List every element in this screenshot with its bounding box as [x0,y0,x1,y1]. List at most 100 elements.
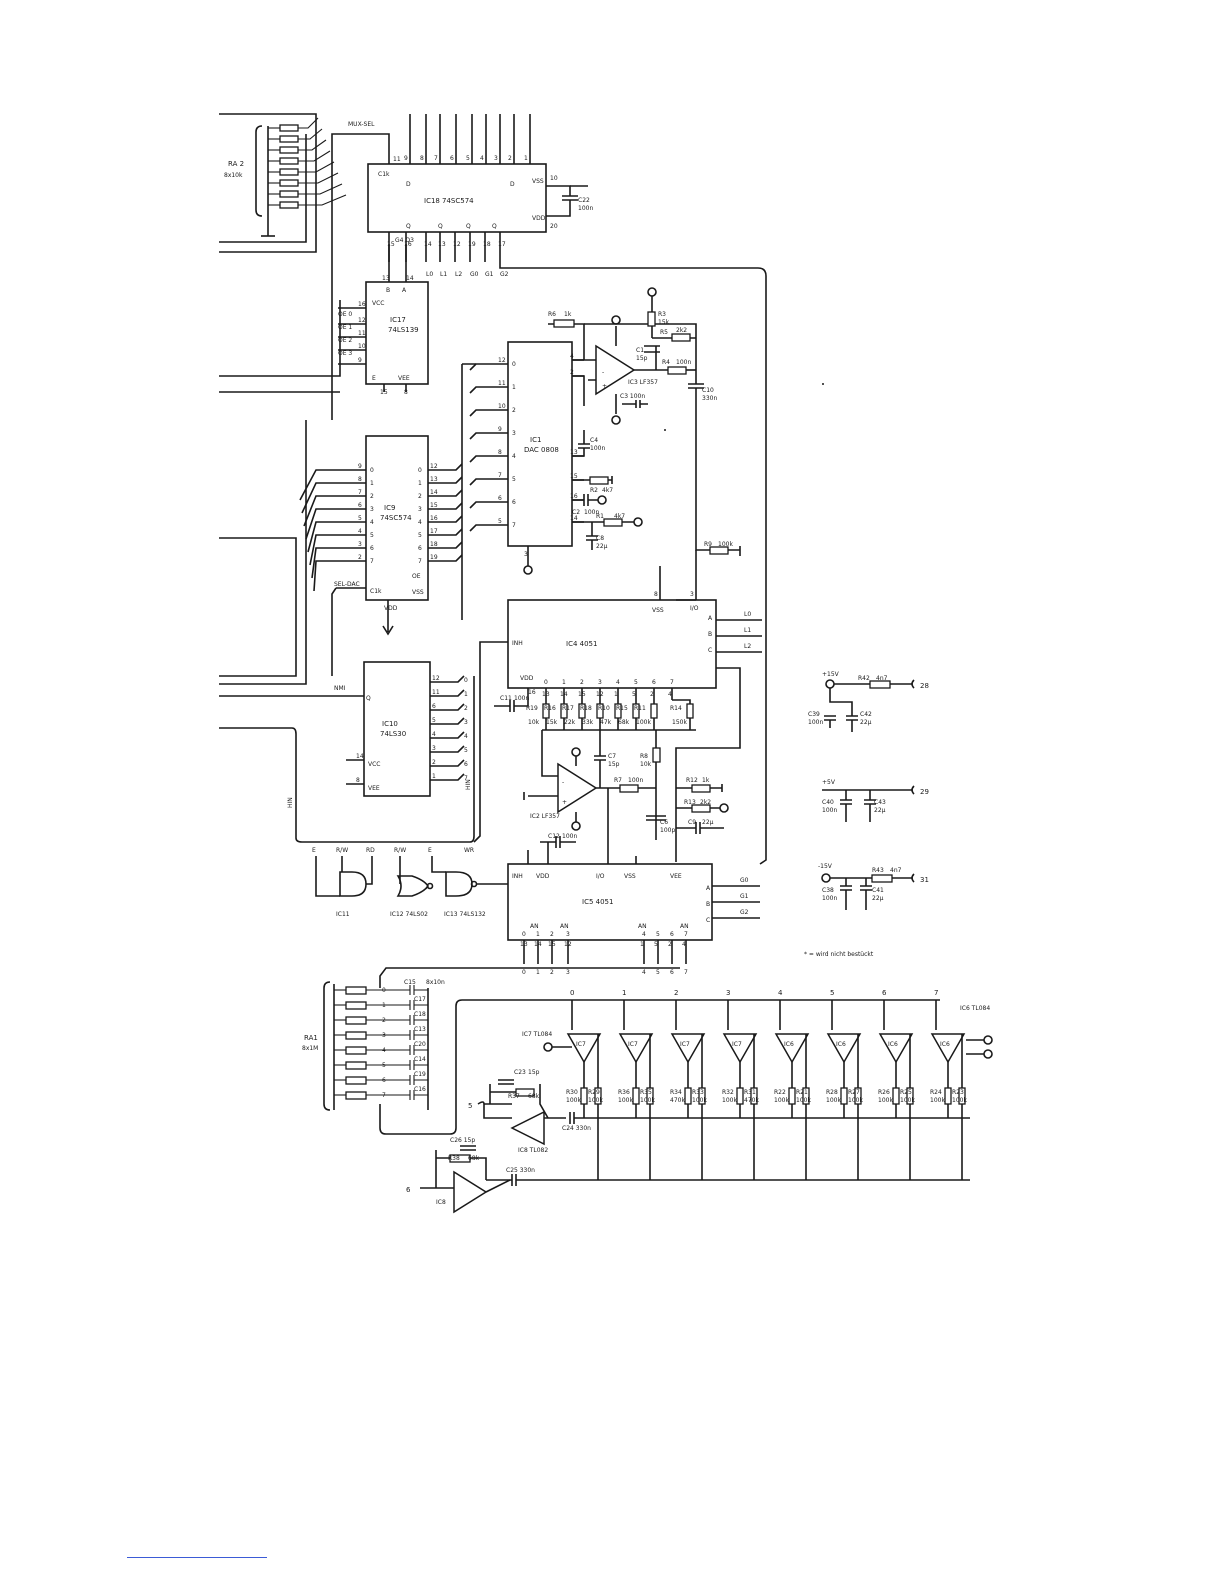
pin-label: R31 [744,1089,756,1096]
pin-label: 1 [614,691,618,698]
svg-text:C25 330n: C25 330n [506,1167,535,1174]
svg-text:AN: AN [530,923,539,930]
svg-text:VDD: VDD [520,675,534,682]
pin-label: 7 [684,931,688,938]
capacitor [409,1000,428,1010]
pin-label: 2 [418,493,422,500]
svg-text:B: B [708,631,712,638]
svg-text:C2: C2 [572,509,580,516]
svg-text:22µ: 22µ [872,895,884,902]
svg-text:10: 10 [550,175,558,182]
pin-label: 9 [498,426,502,433]
pin-label: 4 [512,453,516,460]
pin-label: 5 [656,969,660,976]
svg-text:C3 100n: C3 100n [620,393,645,400]
pin-label: 3 [382,1032,386,1039]
pin-label: 7 [418,558,422,565]
pin-label: 1 [524,155,528,162]
svg-text:R8: R8 [640,753,648,760]
pin-label: R19 [526,705,538,712]
svg-text:VDD: VDD [384,605,398,612]
wire [843,1034,859,1080]
svg-text:15p: 15p [608,761,620,768]
pin-label: 4 [418,519,422,526]
svg-text:IC6 TL084: IC6 TL084 [960,1005,990,1012]
capacitor-c1: C1 15p [636,345,660,362]
wire [313,560,366,592]
pin-label: 0 [522,969,526,976]
svg-text:Q: Q [438,223,443,230]
pin-label: 3 [566,969,570,976]
resistor-ladder: R1910kR1615kR1722kR1833kR1047kR1568kR111… [526,699,694,730]
pin-label: 6 [450,155,454,162]
svg-text:22µ: 22µ [596,543,608,550]
svg-text:11: 11 [393,156,401,163]
svg-text:D: D [510,181,515,188]
svg-text:+15V: +15V [822,671,840,678]
resistor [892,1087,900,1105]
svg-text:C15: C15 [404,979,416,986]
svg-text:100n: 100n [514,695,529,702]
svg-text:WR: WR [464,847,474,854]
pin-label: R23 [952,1089,964,1096]
underline-link[interactable] [127,1557,267,1558]
pin-label: 4 [570,353,574,360]
svg-text:+5V: +5V [822,779,836,786]
capacitor-c22: C22 100n [546,185,593,217]
pin-label: 15 [570,473,578,480]
pin-label: 5 [512,476,516,483]
pin-label: 100k [826,1097,841,1104]
pin-label: 2 [668,941,672,948]
svg-text:15p: 15p [528,1069,540,1076]
pin-label: 8 [498,449,502,456]
pin-label: 2 [674,989,678,997]
ic8b-opamp: IC8 C26 15p R38 68k C25 330n [420,1137,970,1214]
svg-text:R7: R7 [614,777,622,784]
svg-text:RA 2: RA 2 [228,160,244,168]
svg-text:L0: L0 [744,611,751,618]
pin-label: 7 [358,489,362,496]
opamp [774,1033,810,1064]
pin-label: 4 [432,731,436,738]
resistor [345,1001,367,1010]
pin-label: 16 [570,493,578,500]
output-buffer-row: 0IC7R30100kR29100k1IC7R36100kR35100k2IC7… [566,989,967,1180]
pin-label: 11 [498,380,506,387]
pin-label: 3 [524,551,528,558]
pin-label: R28 [826,1089,838,1096]
svg-text:VEE: VEE [398,375,410,382]
pin-label: 4 [370,519,374,526]
svg-text:C43: C43 [874,799,886,806]
wire [895,1034,911,1080]
svg-text:2k2: 2k2 [700,799,711,806]
svg-text:C11: C11 [500,695,512,702]
wire [298,183,343,195]
pin-label: 12 [432,675,440,682]
pin-label: 6 [512,499,516,506]
pin-label: R25 [900,1089,912,1096]
pin-label: 13 [438,241,446,248]
pin-label: 1 [418,480,422,487]
svg-text:R12: R12 [686,777,698,784]
pin-label: 9 [358,463,362,470]
pin-label: 2 [650,691,654,698]
ic4-mux: IC4 4051 INH VSS I/O VDD ABC 16013114215… [473,566,762,862]
resistor [650,703,658,719]
pin-label: 100k [878,1097,893,1104]
pin-label: 15k [546,719,558,726]
wire [843,1080,859,1180]
svg-text:D: D [406,181,411,188]
svg-text:G4 Q3: G4 Q3 [395,237,414,244]
pin-label: 6 [464,761,468,768]
resistor-r1: R1 4k7 [572,513,643,527]
wire [428,476,463,484]
svg-text:C7: C7 [608,753,616,760]
wire [298,150,331,162]
pin-label: 15 [430,502,438,509]
opamp [670,1033,706,1064]
svg-text:VCC: VCC [368,761,380,768]
pin-label: 0 [418,467,422,474]
svg-text:74LS139: 74LS139 [388,326,419,334]
pin-label: R21 [796,1089,808,1096]
pin-label: R18 [580,705,592,712]
